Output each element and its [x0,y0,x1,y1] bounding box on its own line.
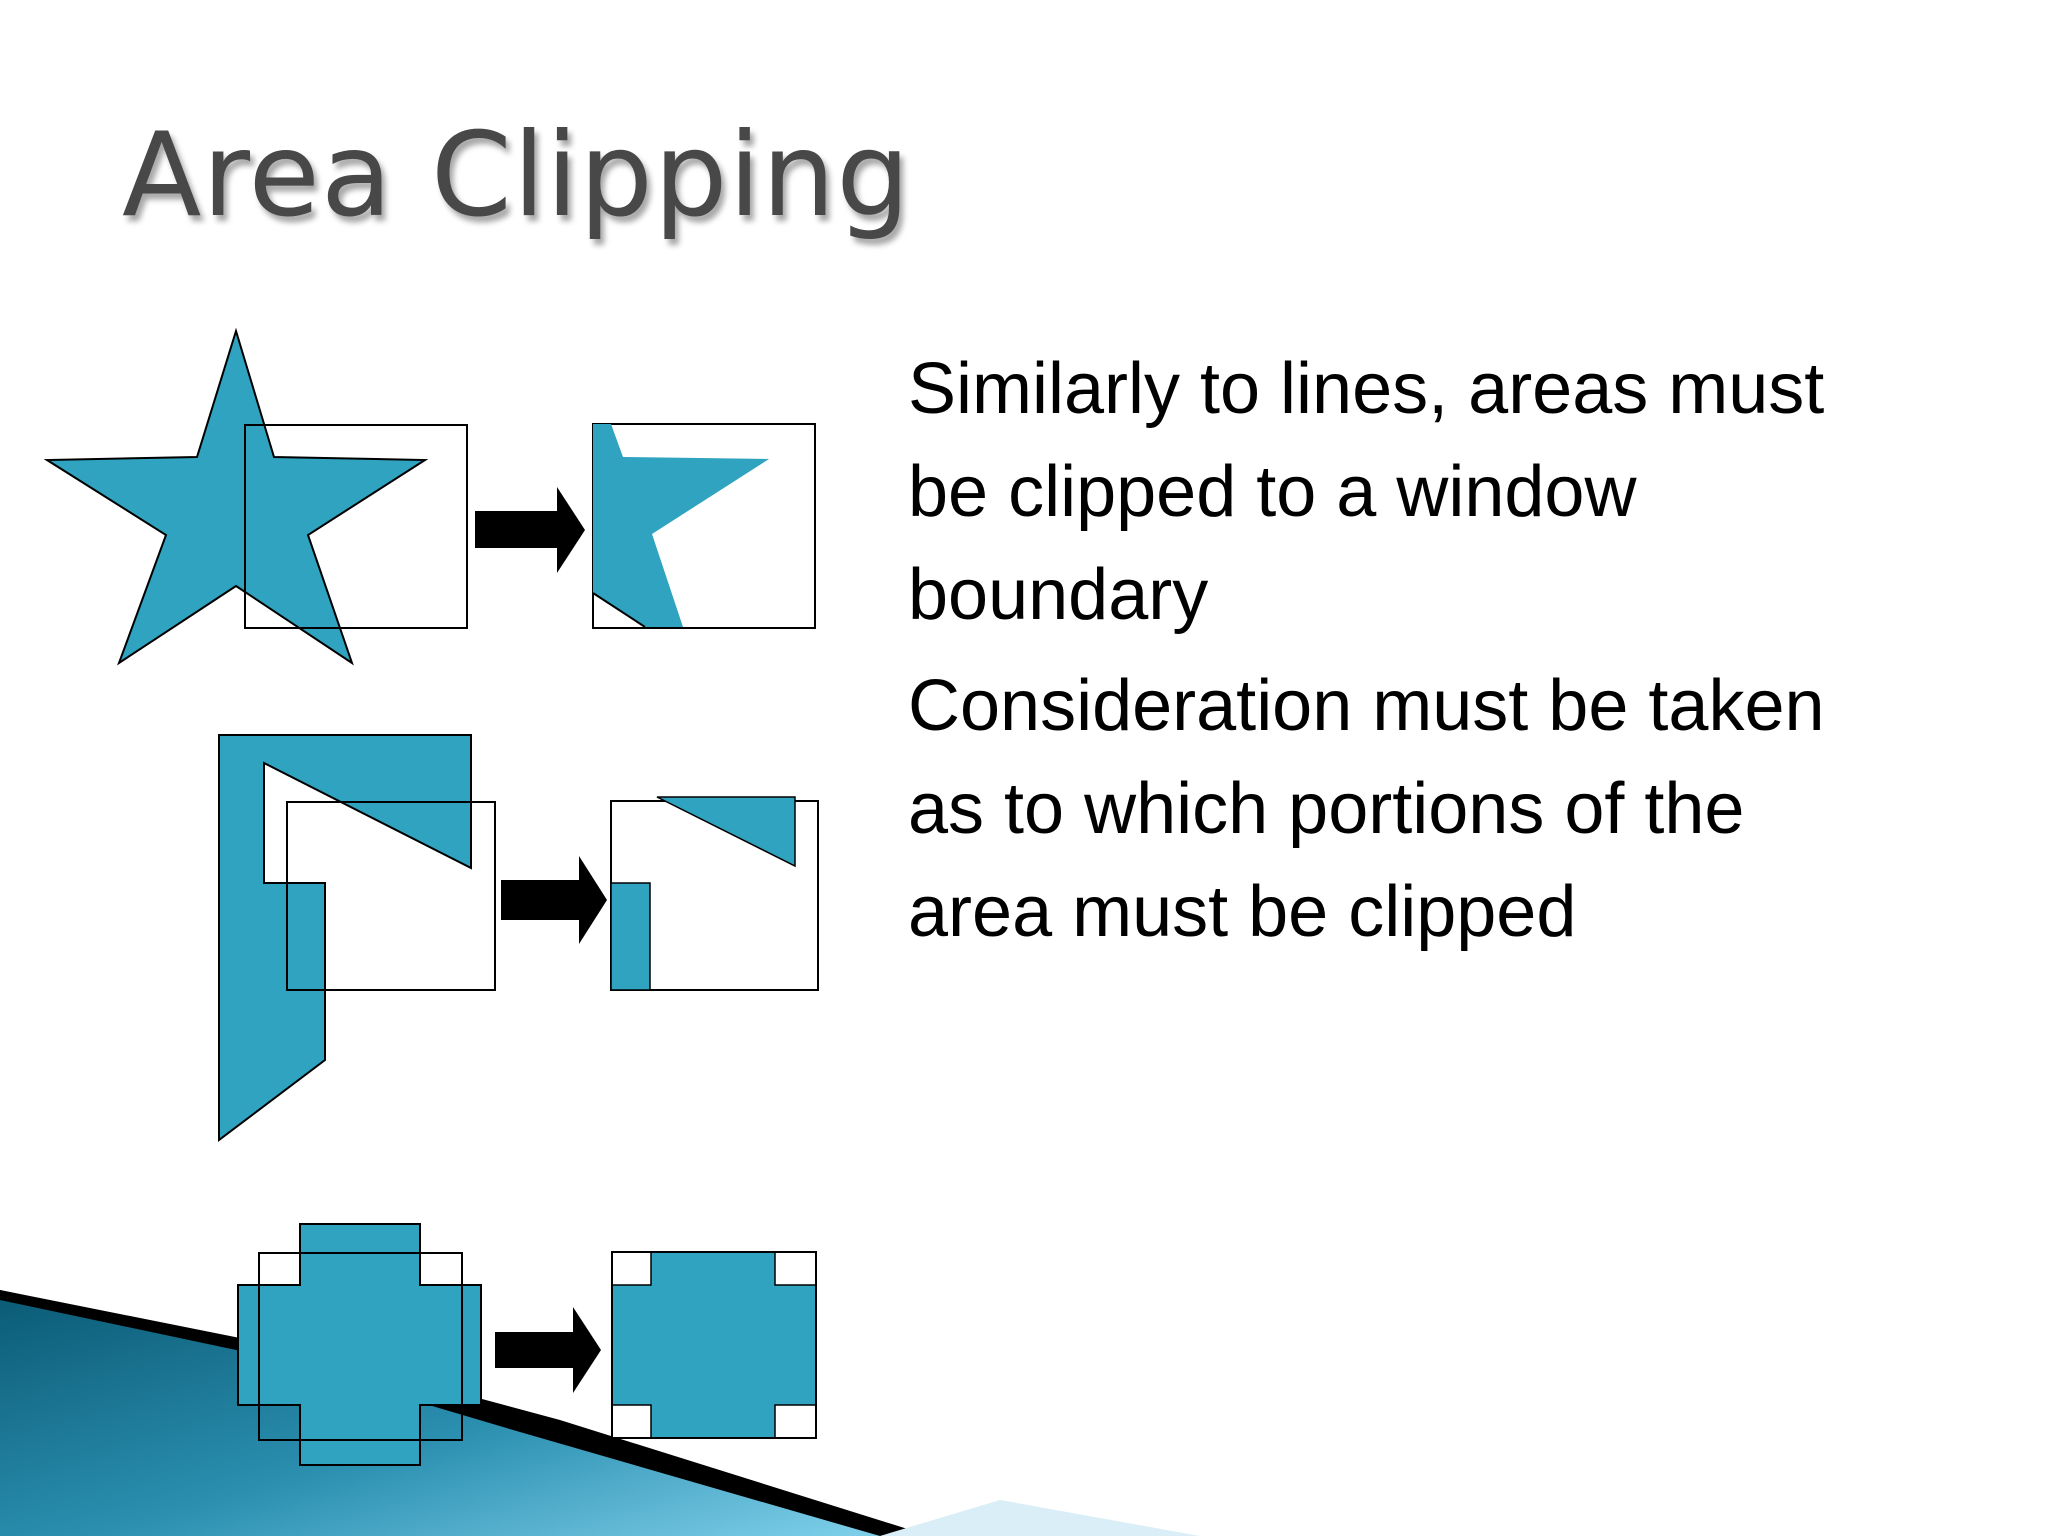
slide-title: Area Clipping [122,108,911,243]
clip-window-1-before [244,424,468,629]
arrow-right-icon [475,487,585,573]
bullet-item: Consideration must be taken as to which … [908,666,1825,952]
cross-after-clipping [611,1251,817,1439]
clip-window-3-before [258,1252,463,1441]
clip-window-2-before [286,801,496,991]
bullet-item: Similarly to lines, areas must be clippe… [908,349,1825,635]
l-shape-after-clipping [610,796,819,991]
arrow-right-icon [495,1307,601,1393]
cross-before-clipping [237,1223,482,1466]
star-before-clipping [43,327,468,666]
l-shape-before-clipping [218,734,496,1143]
bullet-list: Similarly to lines, areas must be clippe… [908,338,1988,972]
star-after-clipping [592,423,816,629]
arrow-right-icon [501,856,607,944]
